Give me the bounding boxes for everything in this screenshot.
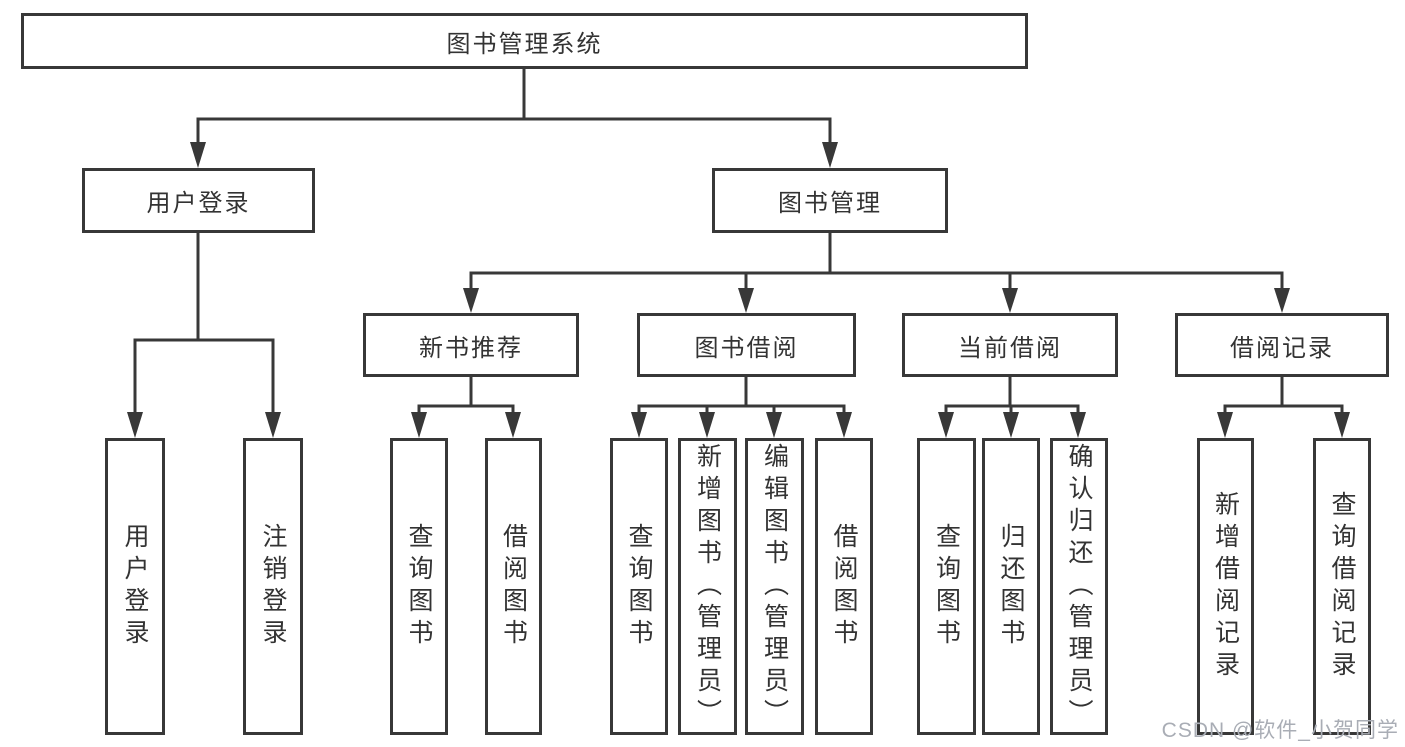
node-label: 查询图书 [405, 522, 433, 651]
edges-new-book-recommend-children [411, 375, 521, 438]
node-leaf-borrow-books: 借阅图书 [815, 438, 873, 735]
node-new-book-recommend: 新书推荐 [363, 313, 579, 377]
node-current-borrowing: 当前借阅 [902, 313, 1118, 377]
csdn-watermark: CSDN @软件_小贺同学 [1161, 719, 1399, 742]
node-leaf-query-books-current: 查询图书 [917, 438, 976, 735]
node-label: 查询图书 [932, 522, 961, 651]
node-leaf-borrow-books-recommend: 借阅图书 [485, 438, 542, 735]
node-label: 借阅记录 [1230, 334, 1334, 362]
node-leaf-logout: 注销登录 [243, 438, 303, 735]
node-label: 当前借阅 [958, 334, 1062, 362]
node-leaf-edit-books-admin: 编辑图书（管理员） [745, 438, 804, 735]
edges-book-borrowing-children [631, 375, 852, 438]
edges-root-to-level2 [190, 67, 838, 168]
node-label: 新书推荐 [419, 334, 523, 362]
edges-book-management-children [463, 231, 1290, 313]
node-label: 用户登录 [146, 190, 251, 217]
node-label: 借阅图书 [499, 522, 528, 651]
edges-borrowing-records-children [1217, 375, 1350, 438]
node-label: 新增借阅记录 [1211, 490, 1240, 683]
node-root-library-management-system: 图书管理系统 [21, 13, 1028, 69]
node-label: 用户登录 [121, 522, 149, 651]
node-book-borrowing: 图书借阅 [637, 313, 856, 377]
node-leaf-confirm-return-admin: 确认归还（管理员） [1050, 438, 1108, 735]
node-label: 查询图书 [625, 522, 653, 651]
node-leaf-add-borrow-record: 新增借阅记录 [1197, 438, 1254, 735]
node-leaf-query-borrow-record: 查询借阅记录 [1313, 438, 1371, 735]
node-label: 编辑图书（管理员） [760, 442, 789, 731]
node-leaf-query-books-recommend: 查询图书 [390, 438, 448, 735]
node-label: 新增图书（管理员） [693, 442, 722, 731]
node-borrowing-records: 借阅记录 [1175, 313, 1389, 377]
node-label: 归还图书 [997, 522, 1025, 651]
node-label: 确认归还（管理员） [1065, 442, 1093, 731]
node-leaf-return-books: 归还图书 [982, 438, 1040, 735]
node-user-login: 用户登录 [82, 168, 315, 233]
node-leaf-user-login: 用户登录 [105, 438, 165, 735]
node-label: 图书管理系统 [446, 30, 603, 58]
node-label: 借阅图书 [830, 522, 858, 651]
node-label: 查询借阅记录 [1328, 490, 1356, 683]
node-label: 图书管理 [778, 190, 882, 217]
node-book-management: 图书管理 [712, 168, 948, 233]
node-label: 注销登录 [259, 522, 287, 651]
edges-user-login-children [127, 231, 281, 438]
node-label: 图书借阅 [694, 334, 799, 362]
node-leaf-query-books-borrowing: 查询图书 [610, 438, 668, 735]
node-leaf-add-books-admin: 新增图书（管理员） [678, 438, 737, 735]
edges-current-borrowing-children [938, 375, 1086, 438]
